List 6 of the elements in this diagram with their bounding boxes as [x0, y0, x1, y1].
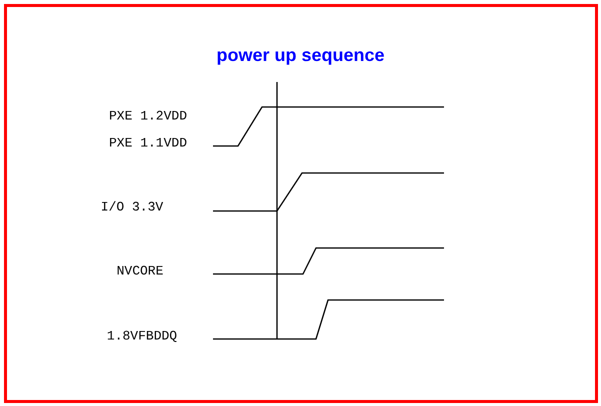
signal-label: PXE 1.1VDD: [109, 136, 187, 150]
signal-label: PXE 1.2VDD: [109, 108, 187, 124]
signal-label: I/O 3.3V: [100, 200, 164, 214]
signal-label: 1.8VFBDDQ: [106, 328, 178, 344]
diagram-title: power up sequence: [215, 45, 386, 66]
signal-label: NVCORE: [116, 264, 164, 278]
